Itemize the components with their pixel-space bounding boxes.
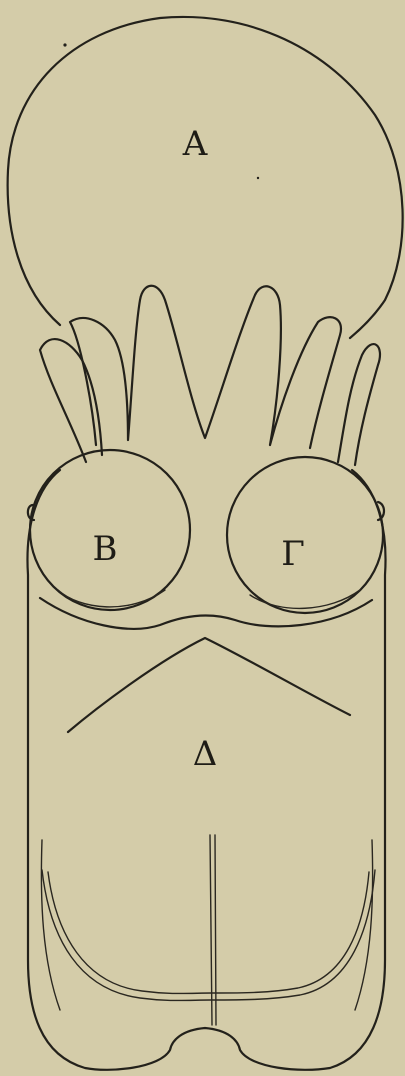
central-seam-pair (215, 835, 216, 1025)
label-g: Γ (281, 534, 305, 574)
label-a: A (182, 124, 208, 164)
speck-1 (63, 43, 66, 46)
speck-2 (257, 177, 259, 179)
label-b: B (93, 529, 118, 569)
label-d: Δ (193, 734, 218, 774)
